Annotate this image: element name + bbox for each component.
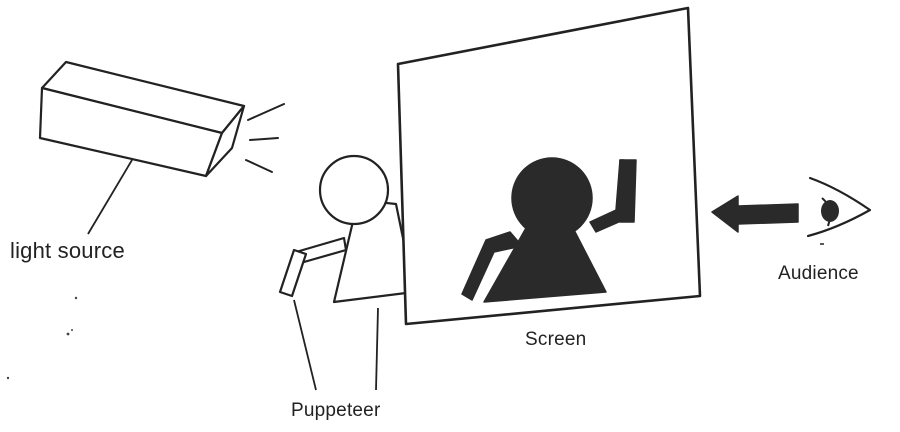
light-source-box xyxy=(40,62,244,176)
puppeteer-figure xyxy=(280,156,416,302)
arrow-left-icon xyxy=(712,196,798,232)
eye-icon xyxy=(808,178,870,244)
audience-label: Audience xyxy=(778,263,859,285)
light-source-label: light source xyxy=(10,238,125,264)
light-rays xyxy=(246,104,284,172)
screen-label: Screen xyxy=(525,329,586,351)
puppeteer-label: Puppeteer xyxy=(291,400,380,422)
puppeteer-stick-leader xyxy=(294,300,316,390)
light-source-leader xyxy=(88,160,132,234)
puppeteer-leader xyxy=(376,308,378,390)
stray-marks xyxy=(7,297,77,379)
